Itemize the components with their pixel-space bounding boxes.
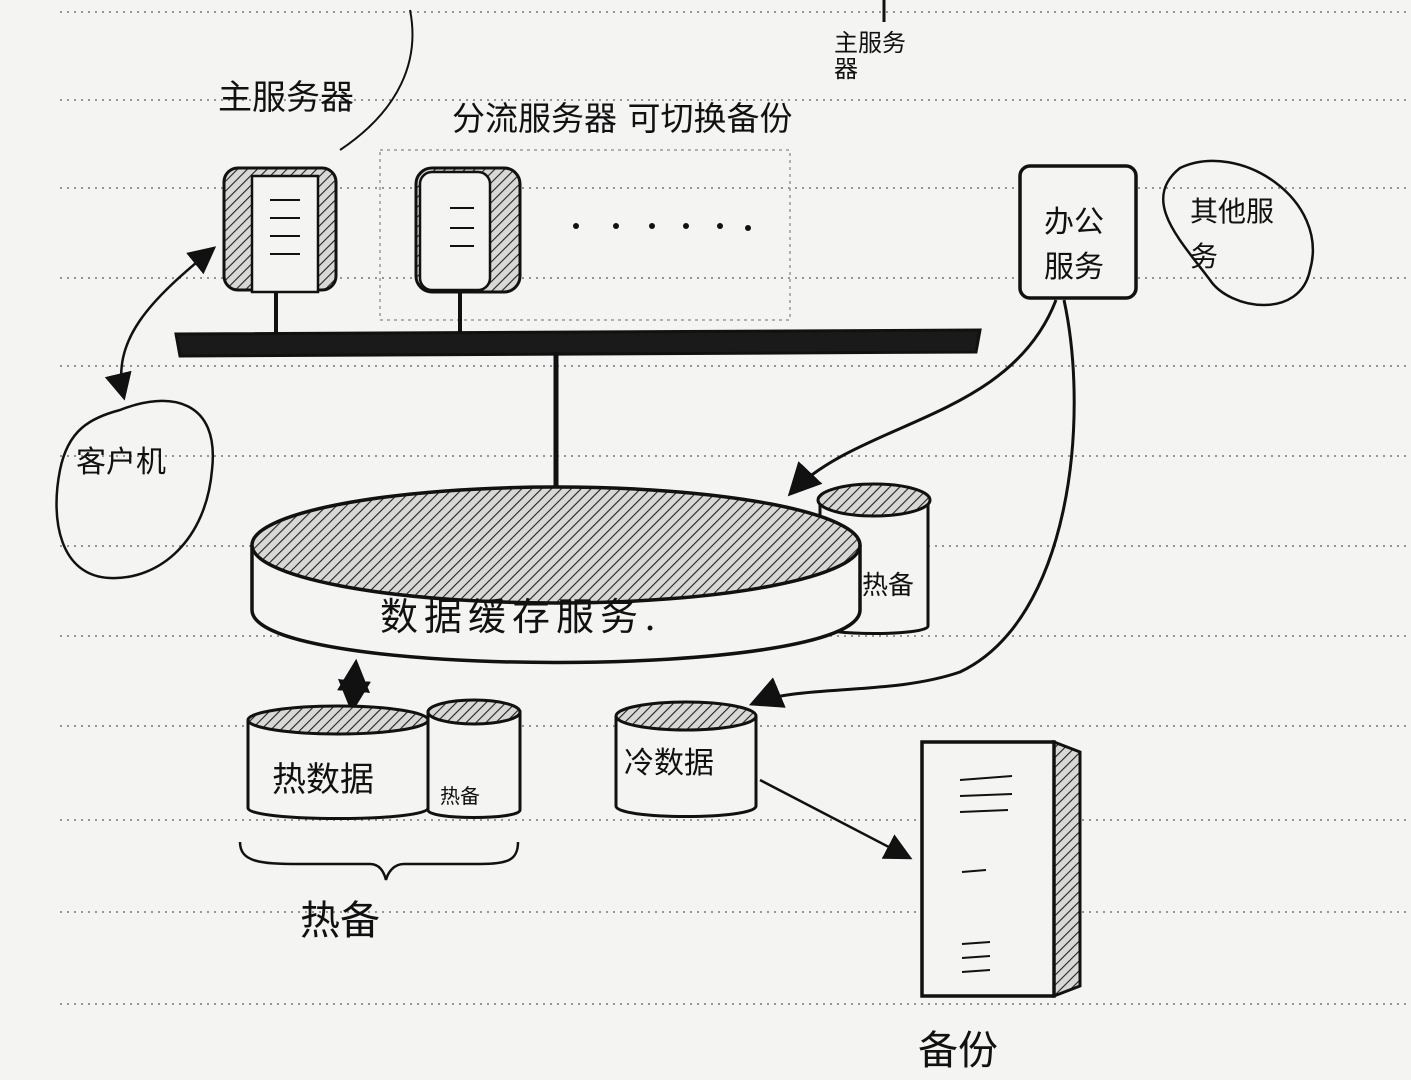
more-servers-dots bbox=[573, 223, 751, 231]
hot-group-brace bbox=[238, 841, 520, 881]
client-blob bbox=[55, 399, 215, 580]
hot-backup-database-icon bbox=[426, 698, 522, 819]
hot-data-database-icon bbox=[246, 704, 430, 820]
backup-server-icon bbox=[920, 739, 1082, 999]
office-cold-arrow bbox=[748, 299, 1076, 708]
hot-data-label: 热数据 bbox=[272, 760, 374, 800]
standby-region bbox=[379, 149, 791, 321]
standby-server-icon bbox=[414, 166, 522, 334]
office-cache-arrow bbox=[787, 299, 1058, 497]
primary-server-label: 主服务器 bbox=[218, 78, 354, 118]
office-server-label: 办公服务 bbox=[1044, 205, 1104, 285]
cache-hot-arrow bbox=[337, 658, 371, 714]
hot-backup-label: 热备 bbox=[440, 784, 480, 808]
other-service-label: 其他服务 bbox=[1190, 195, 1275, 273]
primary-client-arrow bbox=[104, 246, 217, 401]
divider-curve bbox=[339, 9, 414, 151]
cold-data-database-icon bbox=[614, 700, 758, 818]
cache-service-label: 数据缓存服务. bbox=[380, 595, 663, 639]
cache-database-icon bbox=[250, 482, 932, 665]
cold-data-label: 冷数据 bbox=[624, 746, 714, 781]
network-bus bbox=[174, 328, 982, 358]
main-server-note-label: 主服务器 bbox=[834, 29, 906, 84]
office-server-icon bbox=[1018, 164, 1138, 300]
standby-servers-label: 分流服务器 可切换备份 bbox=[452, 99, 793, 138]
primary-server-icon bbox=[222, 166, 338, 334]
cache-backup-label: 热备 bbox=[862, 571, 915, 601]
cold-backup-arrow bbox=[759, 778, 913, 860]
client-label: 客户机 bbox=[76, 445, 166, 480]
hot-group-label: 热备 bbox=[300, 898, 380, 944]
backup-store-label: 备份 bbox=[918, 1028, 998, 1074]
other-service-blob bbox=[1161, 159, 1314, 307]
